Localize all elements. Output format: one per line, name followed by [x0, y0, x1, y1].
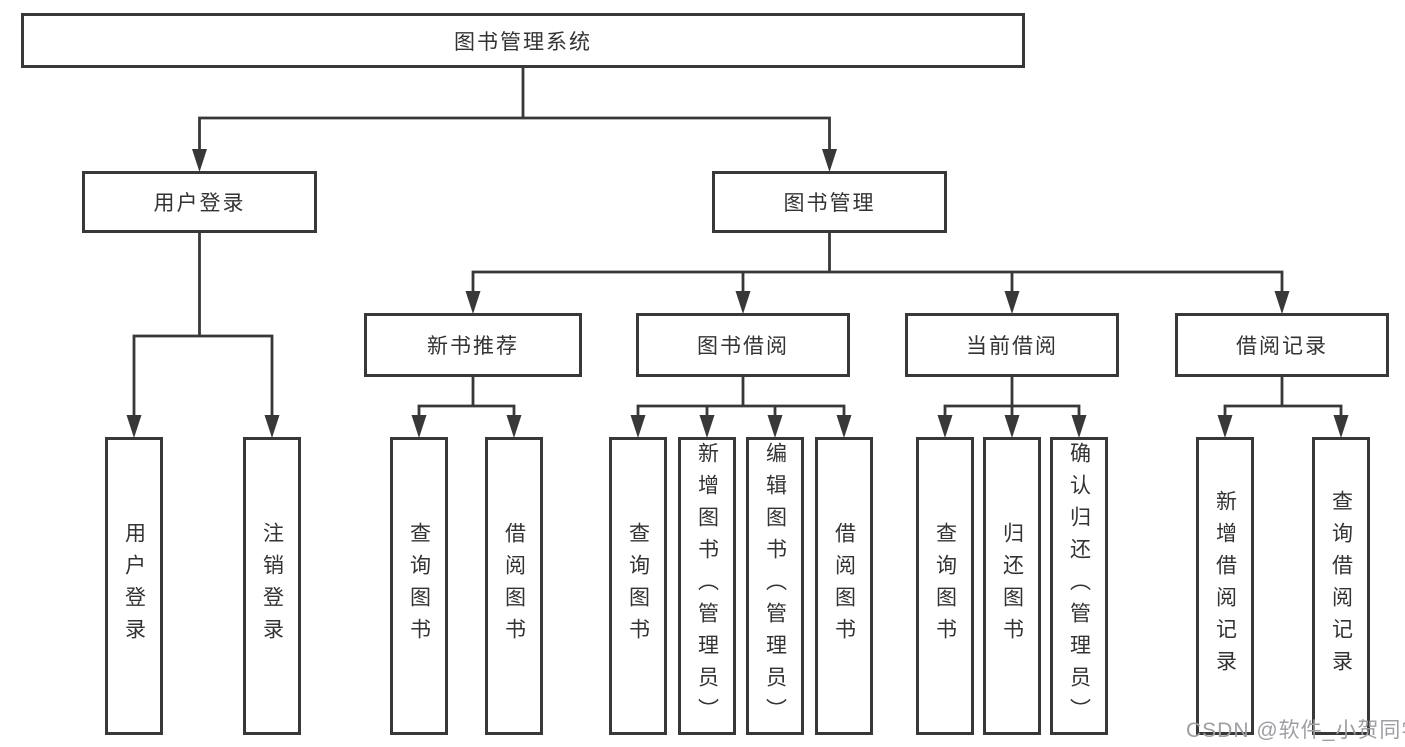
- node-book-mgmt: 图书管理: [712, 171, 947, 233]
- arrowhead-icon: [1217, 415, 1233, 438]
- node-label: 归还图书: [1000, 522, 1024, 650]
- arrowhead-icon: [937, 415, 953, 438]
- node-book-borrow: 图书借阅: [636, 313, 850, 377]
- arrowhead-icon: [735, 291, 751, 314]
- node-leaf-user-login: 用户登录: [105, 437, 163, 735]
- node-label: 用户登录: [122, 522, 146, 650]
- node-label: 当前借阅: [966, 335, 1058, 358]
- node-leaf-query-book-2: 查询图书: [609, 437, 667, 735]
- node-label: 注销登录: [260, 522, 284, 650]
- node-leaf-borrow-book-2: 借阅图书: [815, 437, 873, 735]
- node-label: 新增借阅记录: [1213, 490, 1237, 682]
- arrowhead-icon: [1274, 291, 1290, 314]
- arrowhead-icon: [1004, 291, 1020, 314]
- arrowhead-icon: [506, 415, 522, 438]
- node-label: 图书借阅: [697, 335, 789, 358]
- arrowhead-icon: [411, 415, 427, 438]
- arrowhead-icon: [465, 291, 481, 314]
- arrowhead-icon: [822, 149, 837, 172]
- arrowhead-icon: [630, 415, 646, 438]
- node-leaf-add-book: 新增图书（管理员）: [678, 437, 736, 735]
- arrowhead-icon: [1071, 415, 1087, 438]
- node-leaf-return-book: 归还图书: [983, 437, 1041, 735]
- node-leaf-add-record: 新增借阅记录: [1196, 437, 1254, 735]
- node-label: 查询图书: [626, 522, 650, 650]
- arrowhead-icon: [1004, 415, 1020, 438]
- node-leaf-logout: 注销登录: [243, 437, 301, 735]
- node-label: 确认归还（管理员）: [1067, 442, 1091, 730]
- node-label: 借阅图书: [502, 522, 526, 650]
- node-leaf-edit-book: 编辑图书（管理员）: [746, 437, 804, 735]
- node-user-login: 用户登录: [82, 171, 317, 233]
- node-label: 新增图书（管理员）: [695, 442, 719, 730]
- node-label: 查询图书: [933, 522, 957, 650]
- connector-lines: [132, 66, 1343, 423]
- node-leaf-query-record: 查询借阅记录: [1312, 437, 1370, 735]
- node-leaf-query-book-1: 查询图书: [390, 437, 448, 735]
- node-current-borrow: 当前借阅: [905, 313, 1119, 377]
- node-leaf-confirm-return: 确认归还（管理员）: [1050, 437, 1108, 735]
- node-label: 查询图书: [407, 522, 431, 650]
- node-label: 借阅记录: [1236, 335, 1328, 358]
- node-label: 图书管理: [783, 192, 876, 215]
- node-new-book-rec: 新书推荐: [364, 313, 582, 377]
- node-label: 编辑图书（管理员）: [763, 442, 787, 730]
- arrowhead-icon: [836, 415, 852, 438]
- node-label: 新书推荐: [427, 335, 519, 358]
- node-leaf-query-book-3: 查询图书: [916, 437, 974, 735]
- node-label: 用户登录: [153, 192, 246, 215]
- node-borrow-record: 借阅记录: [1175, 313, 1389, 377]
- arrowhead-icon: [767, 415, 783, 438]
- arrowhead-icon: [1333, 415, 1349, 438]
- node-label: 查询借阅记录: [1329, 490, 1353, 682]
- arrowhead-icon: [264, 415, 280, 438]
- arrowhead-icon: [126, 415, 142, 438]
- node-label: 借阅图书: [832, 522, 856, 650]
- watermark: CSDN @软件_小贺同学: [1186, 719, 1405, 742]
- node-leaf-borrow-book-1: 借阅图书: [485, 437, 543, 735]
- arrowhead-icon: [699, 415, 715, 438]
- node-label: 图书管理系统: [454, 30, 592, 54]
- node-root: 图书管理系统: [21, 13, 1025, 68]
- arrowhead-icon: [192, 149, 207, 172]
